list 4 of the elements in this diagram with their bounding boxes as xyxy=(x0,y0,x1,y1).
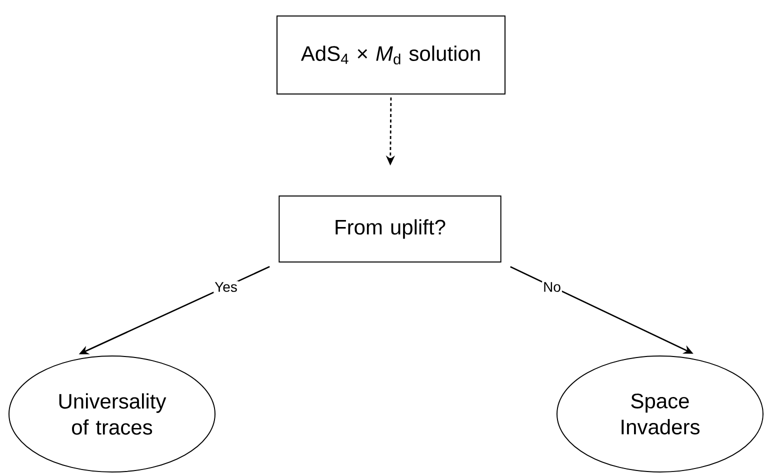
process-box: From uplift? xyxy=(278,196,502,262)
edge-label: Yes xyxy=(214,281,238,293)
edge-label: No xyxy=(542,281,562,293)
process-box: AdS$_{4}$ × M$_{d}$ solution xyxy=(276,16,506,94)
